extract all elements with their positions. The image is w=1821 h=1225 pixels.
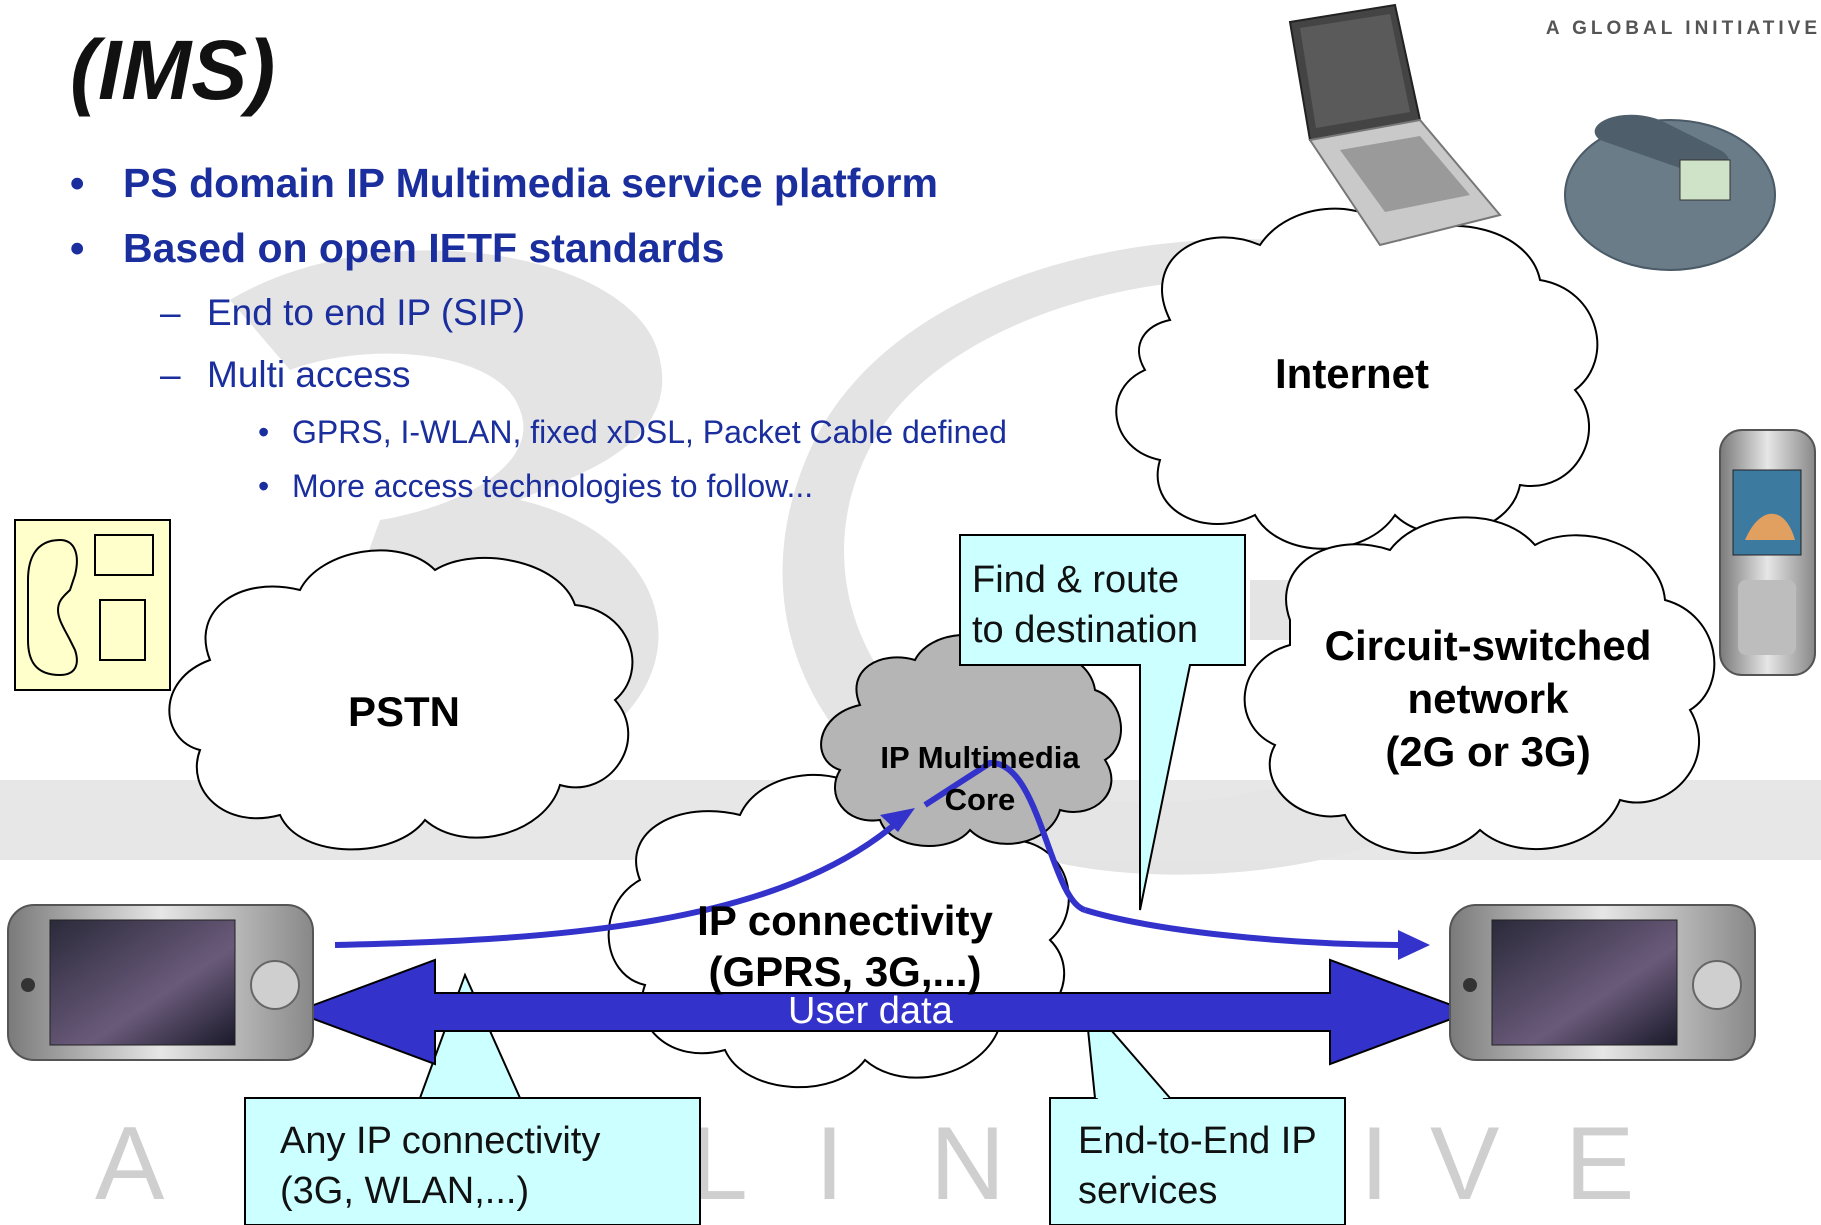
signaling-path-ims	[923, 759, 1087, 913]
tagline: A GLOBAL INITIATIVE	[1545, 18, 1821, 39]
bullet-marker: •	[70, 160, 85, 206]
ip-connectivity-label-line2: (GPRS, 3G,...)	[708, 948, 982, 995]
internet-cloud	[1115, 207, 1599, 550]
any-ip-text-line1: Any IP connectivity	[280, 1120, 601, 1162]
end-to-end-text-line1: End-to-End IP	[1078, 1120, 1317, 1162]
pstn-cloud	[168, 549, 634, 851]
laptop-icon	[1288, 3, 1502, 247]
watermark-letter: I	[815, 1106, 844, 1222]
end-to-end-callout	[1049, 1097, 1346, 1225]
sub-bullet-multi-access: Multi access	[207, 354, 411, 395]
desk-phone-icon	[1564, 114, 1776, 271]
smartphone-left-icon	[7, 904, 314, 1061]
bullet-ietf: Based on open IETF standards	[123, 225, 725, 271]
subsub-bullet-more-access: More access technologies to follow...	[292, 468, 814, 504]
circuit-switched-cloud	[1243, 516, 1716, 854]
ims-core-label-line2: Core	[944, 782, 1016, 817]
signaling-path-to-destination	[1084, 907, 1411, 948]
circuit-switched-label-line3: (2G or 3G)	[1385, 728, 1591, 775]
bullet-marker: •	[258, 414, 270, 450]
dash-marker: –	[160, 354, 181, 395]
signaling-path-to-ims	[334, 817, 902, 948]
watermark-letter: I	[1360, 1106, 1389, 1222]
sub-bullet-sip: End to end IP (SIP)	[207, 292, 526, 333]
watermark-letter: A	[95, 1106, 165, 1222]
end-to-end-text-line2: services	[1078, 1170, 1218, 1212]
dash-marker: –	[160, 292, 181, 333]
watermark-letter: N	[930, 1106, 1006, 1222]
circuit-switched-label-line1: Circuit-switched	[1324, 622, 1652, 669]
find-route-text-line2: to destination	[972, 609, 1199, 651]
watermark-letter: V	[1430, 1106, 1500, 1222]
find-route-text-line1: Find & route	[972, 559, 1179, 601]
any-ip-callout	[244, 972, 701, 1225]
find-route-callout	[959, 534, 1246, 911]
any-ip-text-line2: (3G, WLAN,...)	[280, 1170, 530, 1212]
ims-core-label-line1: IP Multimedia	[880, 740, 1080, 775]
subsub-bullet-access-types: GPRS, I-WLAN, fixed xDSL, Packet Cable d…	[292, 414, 1007, 450]
slide-title: (IMS)	[70, 23, 276, 117]
pstn-label: PSTN	[348, 688, 461, 735]
smartphone-right-icon	[1449, 904, 1756, 1061]
ip-connectivity-label-line1: IP connectivity	[697, 897, 993, 944]
bullet-marker: •	[258, 468, 270, 504]
user-data-label: User data	[788, 990, 953, 1032]
circuit-switched-label-line2: network	[1407, 675, 1569, 722]
bullet-marker: •	[70, 225, 85, 271]
internet-label: Internet	[1275, 350, 1430, 397]
watermark-letter: E	[1565, 1106, 1635, 1222]
feature-phone-icon	[1719, 429, 1816, 676]
bullet-ps-domain: PS domain IP Multimedia service platform	[123, 160, 938, 206]
landline-phone-icon	[14, 519, 171, 691]
